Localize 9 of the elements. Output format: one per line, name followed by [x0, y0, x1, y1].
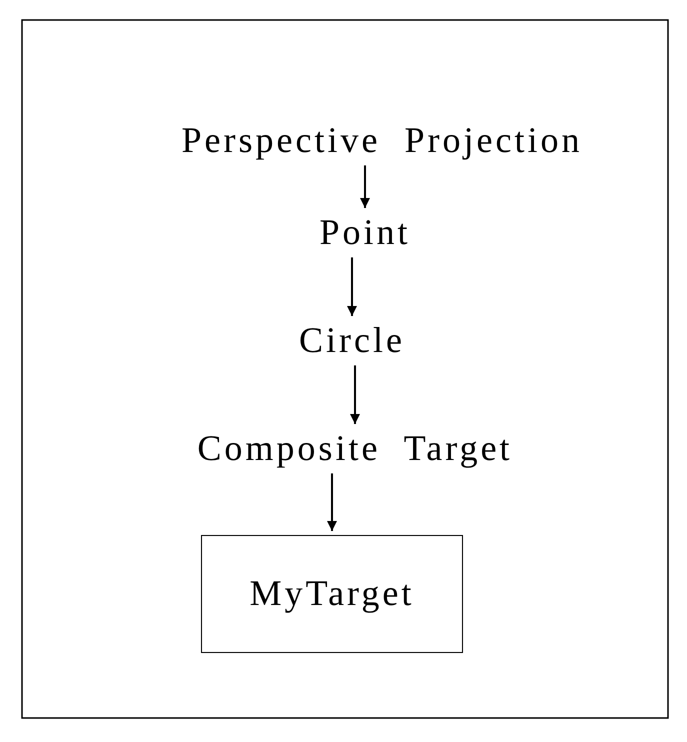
- arrow: [347, 257, 357, 316]
- class-name: Circle: [299, 320, 405, 362]
- class-box: MyTarget: [201, 535, 463, 653]
- class-name: Perspective Projection: [182, 120, 582, 162]
- arrow: [360, 165, 370, 208]
- arrow: [350, 365, 360, 424]
- arrow: [327, 473, 337, 531]
- class-name: Composite Target: [197, 428, 513, 470]
- class-name: Point: [319, 212, 411, 254]
